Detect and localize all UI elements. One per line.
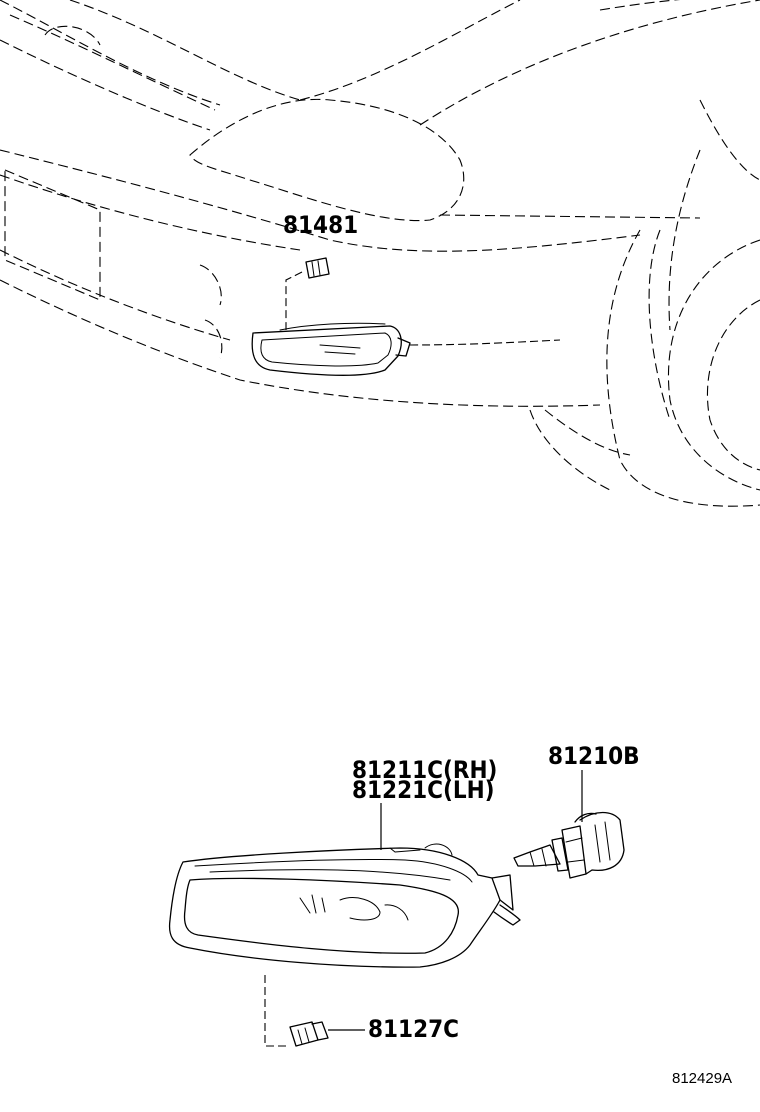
fog-lamp-detail [168,843,521,968]
label-81211c-rh: 81211C(RH) [352,756,497,784]
fog-lamp-installed [251,322,561,376]
label-81481: 81481 [283,211,358,239]
clip-lower-81127c: 81127C [264,975,459,1047]
label-81221c-lh: 81221C(LH) [352,776,495,804]
clip-upper-81481: 81481 [283,211,358,330]
illustration-ref: 812429A [672,1070,732,1087]
bulb-81210b: 81210B [513,742,640,879]
car-front-outline [0,0,760,507]
label-81210b: 81210B [548,742,640,770]
label-81127c: 81127C [368,1015,459,1043]
